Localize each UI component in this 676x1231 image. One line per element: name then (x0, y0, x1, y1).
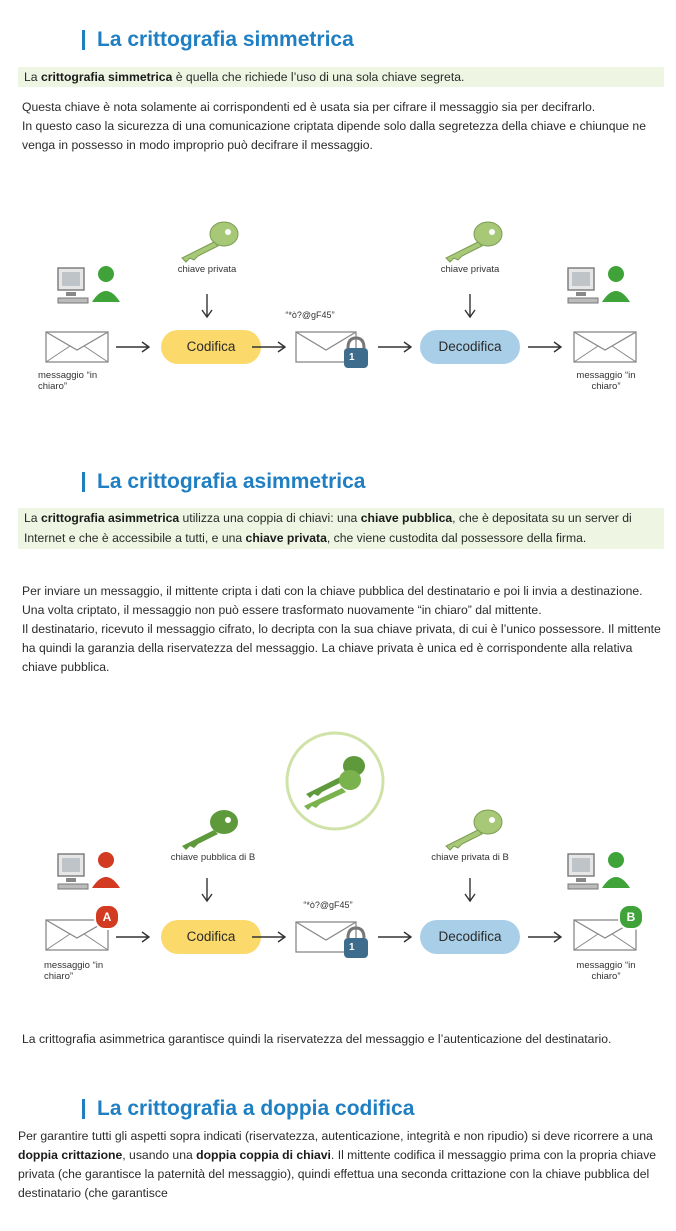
cipher-text: “*ò?@gF45” (285, 310, 335, 320)
badge-b: B (618, 904, 644, 930)
envelope-icon (573, 331, 637, 363)
key-pair-icon (285, 731, 385, 831)
asymmetric-diagram: A messaggio “in chiaro” chiave pubblica … (0, 720, 676, 1000)
asymmetric-conclusion: La crittografia asimmetrica garantisce q… (22, 1032, 612, 1046)
section-title-asymmetric: La crittografia asimmetrica (82, 471, 365, 492)
arrow-right-icon (252, 931, 287, 943)
arrow-right-icon (252, 341, 287, 353)
cipher-text: “*ò?@gF45” (303, 900, 353, 910)
computer-user-icon (567, 852, 630, 890)
badge-a: A (94, 904, 120, 930)
arrow-right-icon (528, 341, 563, 353)
asymmetric-definition: La crittografia asimmetrica utilizza una… (18, 508, 664, 549)
computer-user-icon (57, 266, 120, 304)
label-key-right: chiave privata (440, 264, 500, 275)
label-message-left: messaggio “in chiaro” (44, 960, 104, 982)
label-key-left: chiave privata (177, 264, 237, 275)
computer-user-icon (57, 852, 120, 890)
arrow-right-icon (378, 931, 413, 943)
arrow-right-icon (116, 931, 151, 943)
computer-user-icon (567, 266, 630, 304)
key-icon (445, 809, 503, 851)
label-message-right: messaggio “in chiaro” (576, 960, 636, 982)
symmetric-definition: La crittografia simmetrica è quella che … (18, 67, 664, 87)
symmetric-paragraph: Questa chiave è nota solamente ai corris… (22, 98, 664, 155)
arrow-down-icon (201, 294, 213, 319)
lock-number: 1 (349, 352, 355, 363)
lock-number: 1 (349, 942, 355, 953)
label-message-right: messaggio “in chiaro” (576, 370, 636, 392)
asymmetric-p1: Per inviare un messaggio, il mittente cr… (22, 584, 643, 617)
asymmetric-paragraph: Per inviare un messaggio, il mittente cr… (22, 582, 664, 677)
double-paragraph: Per garantire tutti gli aspetti sopra in… (18, 1129, 657, 1200)
arrow-down-icon (464, 878, 476, 903)
encode-step: Codifica (161, 920, 261, 954)
arrow-right-icon (378, 341, 413, 353)
arrow-down-icon (464, 294, 476, 319)
symmetric-p2: In questo caso la sicurezza di una comun… (22, 119, 646, 152)
decode-step: Decodifica (420, 920, 520, 954)
label-key-left: chiave pubblica di B (170, 852, 256, 863)
label-message-left: messaggio “in chiaro” (38, 370, 98, 392)
key-icon (182, 810, 238, 850)
arrow-right-icon (116, 341, 151, 353)
encode-step: Codifica (161, 330, 261, 364)
section-title-symmetric: La crittografia simmetrica (82, 29, 354, 50)
decode-step: Decodifica (420, 330, 520, 364)
arrow-right-icon (528, 931, 563, 943)
symmetric-diagram: messaggio “in chiaro” chiave privata Cod… (0, 210, 676, 410)
envelope-icon (45, 331, 109, 363)
key-icon (445, 221, 503, 263)
asymmetric-p2: Il destinatario, ricevuto il messaggio c… (22, 622, 661, 674)
encrypted-envelope-icon (295, 331, 368, 368)
encrypted-envelope-icon (295, 921, 368, 958)
label-key-right: chiave privata di B (431, 852, 509, 863)
arrow-down-icon (201, 878, 213, 903)
key-icon (181, 221, 239, 263)
symmetric-p1: Questa chiave è nota solamente ai corris… (22, 100, 596, 114)
section-title-double: La crittografia a doppia codifica (82, 1098, 414, 1119)
